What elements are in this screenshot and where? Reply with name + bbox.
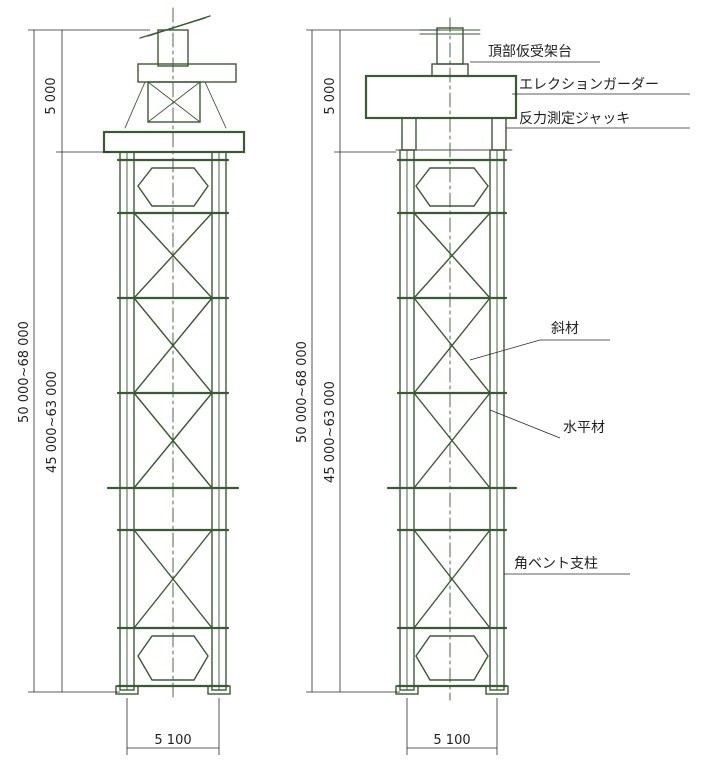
right-dim-shaft: 45 000~63 000 bbox=[323, 381, 338, 483]
label-column: 角ベント支柱 bbox=[514, 556, 598, 572]
right-dim-total: 50 000~68 000 bbox=[295, 341, 310, 443]
right-tower bbox=[364, 17, 518, 701]
right-diagonal-members bbox=[413, 167, 491, 681]
label-horizontal: 水平材 bbox=[563, 420, 605, 436]
left-tower bbox=[102, 7, 246, 701]
left-dim-shaft: 45 000~63 000 bbox=[45, 371, 60, 473]
label-top-support: 頂部仮受架台 bbox=[488, 44, 572, 60]
left-column bbox=[119, 151, 227, 691]
label-diagonal: 斜材 bbox=[551, 321, 579, 337]
left-dimensions bbox=[28, 29, 220, 755]
right-column bbox=[399, 149, 505, 691]
left-top-assembly bbox=[102, 15, 246, 154]
left-diagonal-members bbox=[133, 167, 213, 681]
left-dim-top: 5 000 bbox=[44, 77, 59, 114]
left-dim-total: 50 000~68 000 bbox=[17, 321, 32, 423]
right-horizontal-members bbox=[386, 158, 518, 688]
left-dim-width: 5 100 bbox=[154, 733, 191, 748]
leader-lines bbox=[469, 61, 690, 575]
label-reaction-jack: 反力測定ジャッキ bbox=[519, 111, 630, 127]
right-dimensions bbox=[306, 29, 498, 755]
right-dim-width: 5 100 bbox=[433, 733, 470, 748]
right-dim-top: 5 000 bbox=[323, 77, 338, 114]
label-erection-girder: エレクションガーダー bbox=[519, 77, 659, 93]
